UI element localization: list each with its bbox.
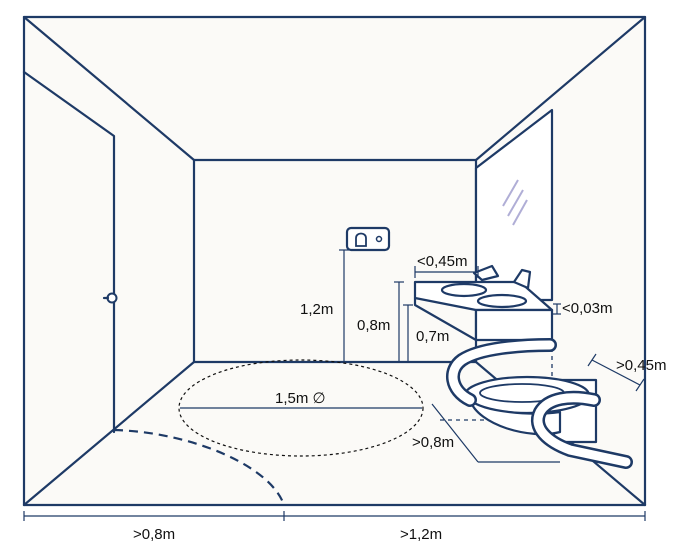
toilet-side-label: >0,8m [412,434,454,451]
floor-edge-left [22,360,196,507]
mirror-glare-2 [507,189,524,217]
sink-basin-2 [476,293,528,309]
grab-bar-left-fill [448,340,555,405]
door-clearance-label: >0,8m [133,526,175,543]
faucet-2 [512,268,532,290]
grab-bar-right-fill [533,393,631,467]
faucet-1 [472,264,500,282]
mirror-glare-3 [512,199,528,226]
ceiling-edge-right [474,15,647,162]
hand-dryer-button [375,235,383,243]
sink-height-label: 0,8m [357,317,390,334]
sink-counter-side [413,296,478,342]
ceiling-edge-left [22,15,196,162]
toilet-offset-tick-2 [635,378,645,392]
toilet-offset-label: >0,45m [616,357,666,374]
turning-circle [178,359,424,457]
room-outer-frame [22,15,647,507]
hand-dryer-icon [355,232,367,247]
sink-counter-front [474,308,554,342]
door-swing-arc [113,428,286,506]
mirror-glare-1 [502,179,519,207]
sink-basin-1 [440,282,488,298]
sink-thickness-label: <0,03m [562,300,612,317]
toilet-offset-tick-1 [587,353,597,367]
toilet-offset-dimension [591,359,641,386]
turning-circle-label: 1,5m ∅ [275,390,326,407]
tap-reach-label: <0,45m [417,253,467,270]
mirror-height-label: 1,2m [300,301,333,318]
door-outline [22,70,116,434]
knee-clearance-label: 0,7m [416,328,449,345]
toilet-side-dimension [431,403,479,463]
room-clearance-label: >1,2m [400,526,442,543]
hand-dryer [345,226,391,252]
